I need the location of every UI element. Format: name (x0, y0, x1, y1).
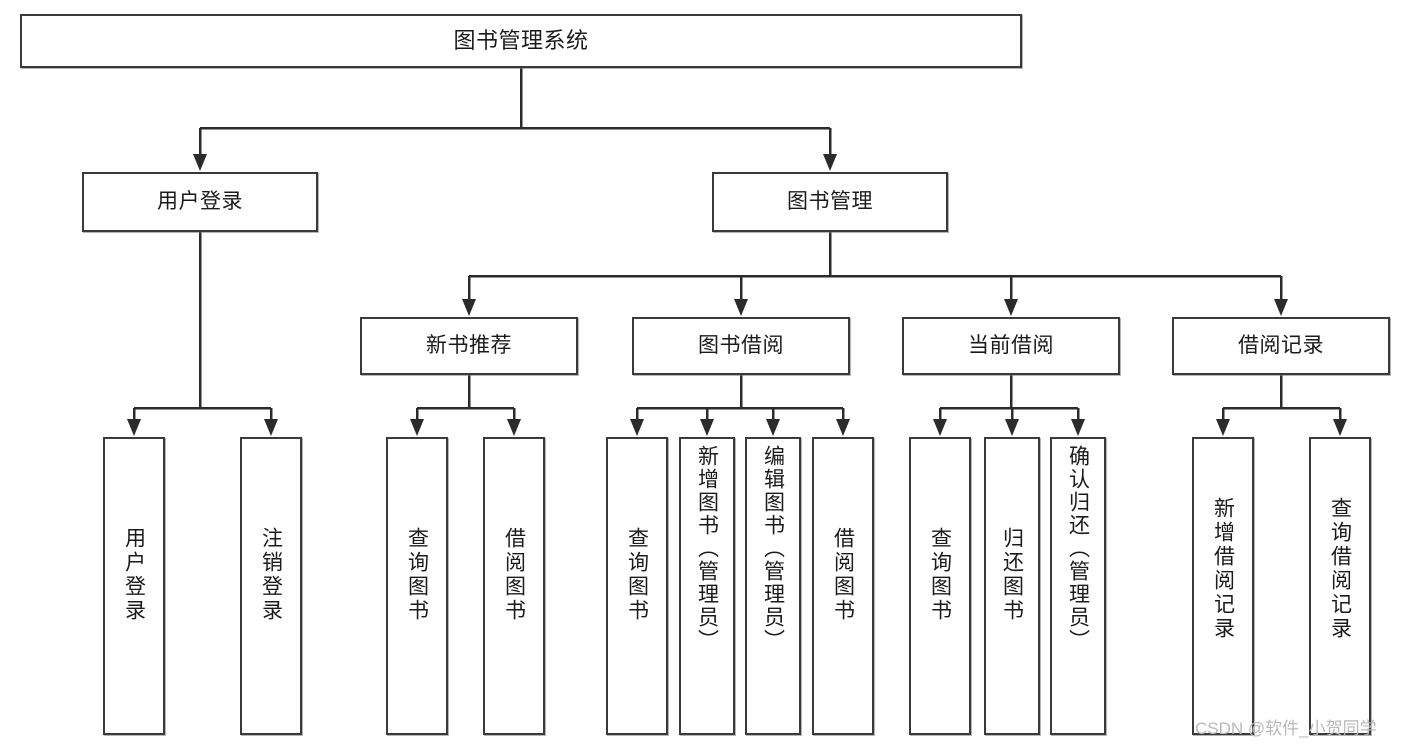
node-new-book-recommend[interactable]: 新书推荐 (360, 317, 578, 375)
node-leaf-borrow-book-2[interactable]: 借阅图书 (812, 437, 874, 735)
node-leaf-query-record[interactable]: 查询借阅记录 (1309, 437, 1371, 735)
node-leaf-add-record[interactable]: 新增借阅记录 (1192, 437, 1254, 735)
csdn-watermark: CSDN @软件_小贺同学 (1195, 719, 1377, 738)
node-book-manage[interactable]: 图书管理 (712, 172, 948, 232)
node-leaf-add-book-label: 新增图书（管理员） (695, 445, 719, 652)
node-leaf-query-book-3[interactable]: 查询图书 (909, 437, 971, 735)
node-leaf-query-book-1-label: 查询图书 (405, 527, 429, 623)
node-user-login-label: 用户登录 (157, 189, 243, 213)
node-leaf-query-book-2-label: 查询图书 (625, 527, 649, 623)
node-leaf-user-login-label: 用户登录 (122, 527, 146, 623)
node-leaf-query-book-1[interactable]: 查询图书 (386, 437, 448, 735)
node-leaf-add-book[interactable]: 新增图书（管理员） (679, 437, 735, 735)
node-leaf-borrow-book-1[interactable]: 借阅图书 (483, 437, 545, 735)
node-leaf-confirm-return[interactable]: 确认归还（管理员） (1050, 437, 1106, 735)
node-leaf-edit-book[interactable]: 编辑图书（管理员） (745, 437, 801, 735)
node-book-manage-label: 图书管理 (787, 189, 873, 213)
node-root-title-label: 图书管理系统 (453, 28, 589, 54)
node-leaf-query-book-2[interactable]: 查询图书 (606, 437, 668, 735)
node-leaf-user-login[interactable]: 用户登录 (103, 437, 165, 735)
node-leaf-logout-label: 注销登录 (259, 527, 283, 623)
node-leaf-return-book-label: 归还图书 (1000, 527, 1024, 623)
node-leaf-confirm-return-label: 确认归还（管理员） (1066, 445, 1090, 652)
node-new-book-recommend-label: 新书推荐 (426, 333, 512, 357)
node-leaf-add-record-label: 新增借阅记录 (1211, 497, 1235, 641)
node-leaf-borrow-book-2-label: 借阅图书 (831, 527, 855, 623)
node-leaf-borrow-book-1-label: 借阅图书 (502, 527, 526, 623)
node-book-borrow[interactable]: 图书借阅 (632, 317, 850, 375)
node-current-borrow-label: 当前借阅 (968, 333, 1054, 357)
node-leaf-query-record-label: 查询借阅记录 (1328, 497, 1352, 641)
node-leaf-edit-book-label: 编辑图书（管理员） (761, 445, 785, 652)
node-leaf-logout[interactable]: 注销登录 (240, 437, 302, 735)
node-current-borrow[interactable]: 当前借阅 (902, 317, 1120, 375)
node-root-title[interactable]: 图书管理系统 (20, 14, 1022, 68)
node-leaf-return-book[interactable]: 归还图书 (984, 437, 1040, 735)
node-leaf-query-book-3-label: 查询图书 (928, 527, 952, 623)
node-borrow-record[interactable]: 借阅记录 (1172, 317, 1390, 375)
node-borrow-record-label: 借阅记录 (1238, 333, 1324, 357)
node-book-borrow-label: 图书借阅 (698, 333, 784, 357)
node-user-login[interactable]: 用户登录 (82, 172, 318, 232)
